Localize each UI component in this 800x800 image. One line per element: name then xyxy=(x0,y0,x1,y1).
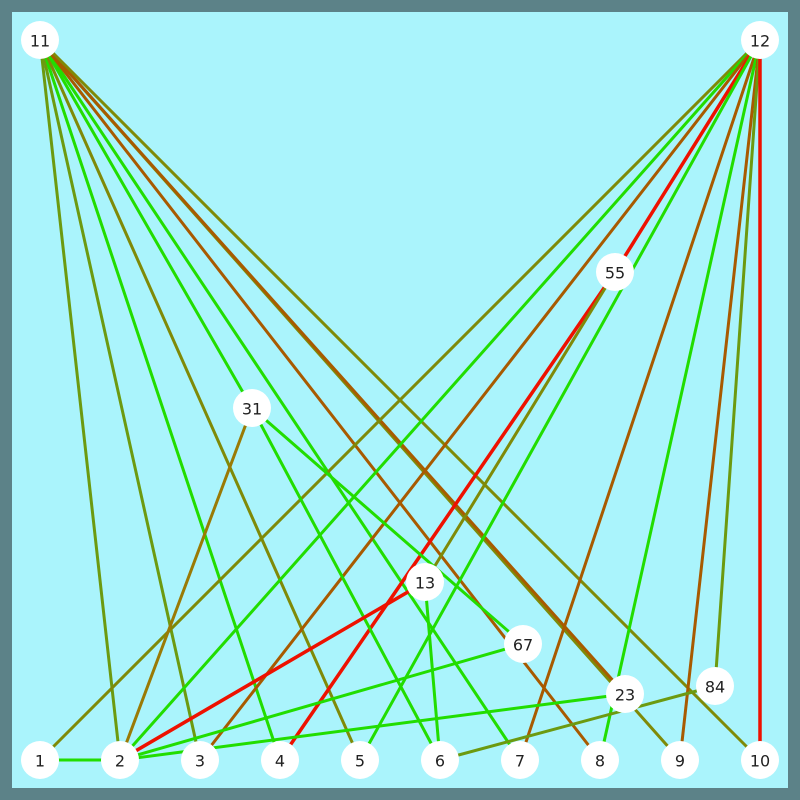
edge-67-2 xyxy=(118,642,525,762)
node-circle xyxy=(101,741,139,779)
node-31[interactable]: 31 xyxy=(233,389,271,427)
edge-11-31 xyxy=(38,38,254,410)
node-circle xyxy=(406,563,444,601)
edge-31-6 xyxy=(250,406,442,762)
node-4[interactable]: 4 xyxy=(261,741,299,779)
edge-11-4 xyxy=(38,38,282,762)
node-label: 13 xyxy=(415,574,435,593)
edge-12-84 xyxy=(713,38,762,688)
node-label: 12 xyxy=(750,32,770,51)
node-circle xyxy=(181,741,219,779)
node-label: 55 xyxy=(605,264,625,283)
edge-12-2 xyxy=(118,38,762,762)
node-12[interactable]: 12 xyxy=(741,21,779,59)
edge-31-67 xyxy=(250,406,525,646)
node-label: 9 xyxy=(675,752,685,771)
node-label: 4 xyxy=(275,752,285,771)
node-circle xyxy=(581,741,619,779)
node-label: 31 xyxy=(242,400,262,419)
edge-12-1 xyxy=(38,38,762,762)
edge-31-2 xyxy=(118,406,254,762)
edge-layer xyxy=(38,38,762,762)
node-9[interactable]: 9 xyxy=(661,741,699,779)
node-23[interactable]: 23 xyxy=(606,675,644,713)
node-5[interactable]: 5 xyxy=(341,741,379,779)
node-2[interactable]: 2 xyxy=(101,741,139,779)
node-label: 2 xyxy=(115,752,125,771)
node-circle xyxy=(741,741,779,779)
node-11[interactable]: 11 xyxy=(21,21,59,59)
node-8[interactable]: 8 xyxy=(581,741,619,779)
node-label: 3 xyxy=(195,752,205,771)
node-label: 8 xyxy=(595,752,605,771)
edge-11-23 xyxy=(38,38,627,696)
node-label: 23 xyxy=(615,686,635,705)
node-55[interactable]: 55 xyxy=(596,253,634,291)
node-circle xyxy=(21,21,59,59)
node-3[interactable]: 3 xyxy=(181,741,219,779)
node-1[interactable]: 1 xyxy=(21,741,59,779)
node-6[interactable]: 6 xyxy=(421,741,459,779)
edge-84-6 xyxy=(438,684,717,762)
edge-12-8 xyxy=(598,38,762,762)
node-label: 10 xyxy=(750,752,770,771)
node-circle xyxy=(696,667,734,705)
edge-11-3 xyxy=(38,38,202,762)
edge-13-2 xyxy=(118,580,427,762)
edge-11-5 xyxy=(38,38,362,762)
node-circle xyxy=(233,389,271,427)
node-label: 7 xyxy=(515,752,525,771)
edge-11-7 xyxy=(38,38,522,762)
node-circle xyxy=(421,741,459,779)
edge-12-7 xyxy=(518,38,762,762)
node-67[interactable]: 67 xyxy=(504,625,542,663)
node-13[interactable]: 13 xyxy=(406,563,444,601)
edge-12-5 xyxy=(358,38,762,762)
node-circle xyxy=(661,741,699,779)
node-circle xyxy=(341,741,379,779)
node-circle xyxy=(504,625,542,663)
node-84[interactable]: 84 xyxy=(696,667,734,705)
edge-11-2 xyxy=(38,38,122,762)
node-label: 84 xyxy=(705,678,725,697)
edge-12-9 xyxy=(678,38,762,762)
node-label: 11 xyxy=(30,32,50,51)
edge-12-55 xyxy=(613,38,762,274)
node-circle xyxy=(596,253,634,291)
node-label: 6 xyxy=(435,752,445,771)
node-7[interactable]: 7 xyxy=(501,741,539,779)
node-label: 67 xyxy=(513,636,533,655)
node-label: 5 xyxy=(355,752,365,771)
node-label: 1 xyxy=(35,752,45,771)
node-circle xyxy=(606,675,644,713)
node-10[interactable]: 10 xyxy=(741,741,779,779)
edge-55-13 xyxy=(423,270,617,584)
node-circle xyxy=(741,21,779,59)
edge-55-4 xyxy=(278,270,617,762)
node-circle xyxy=(21,741,59,779)
node-circle xyxy=(261,741,299,779)
node-circle xyxy=(501,741,539,779)
edge-12-3 xyxy=(198,38,762,762)
